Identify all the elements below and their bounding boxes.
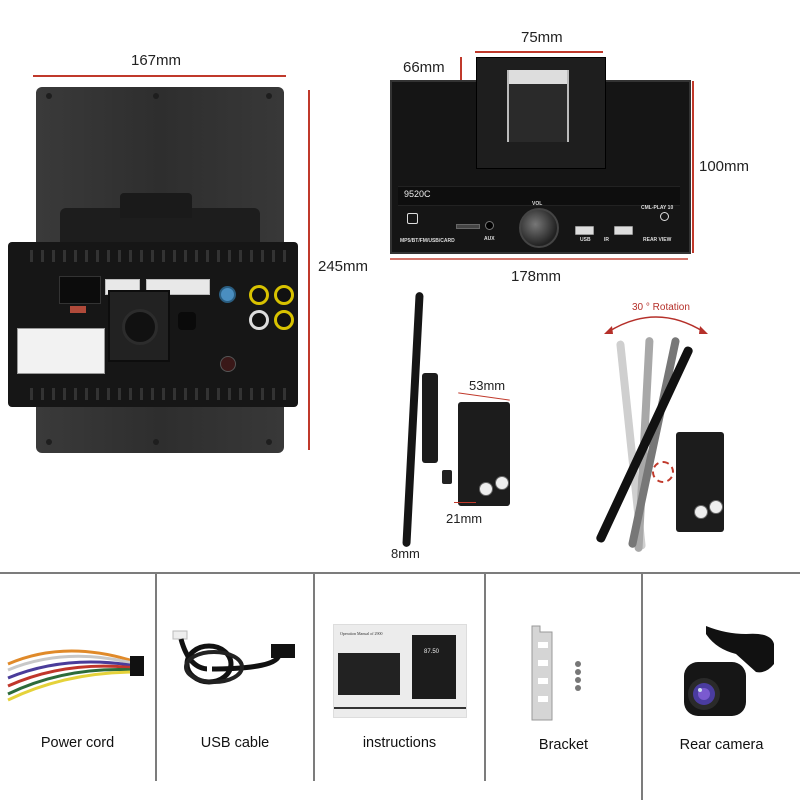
rca-jack-yellow-1	[249, 285, 269, 305]
manual-title: Operation Manual of 2900	[340, 631, 383, 636]
thickness-label: 8mm	[391, 546, 420, 561]
accessory-label: Power cord	[40, 735, 115, 751]
mode-text: MP5/BT/FM/USB/CARD	[400, 238, 455, 244]
aux-jack	[485, 221, 494, 230]
fuse	[70, 306, 86, 313]
bracket-icon	[531, 625, 581, 721]
side-bracket	[422, 373, 438, 463]
accessory-power-cord: Power cord	[0, 574, 155, 800]
rca-jack-white	[249, 310, 269, 330]
back-height-label: 245mm	[318, 258, 369, 275]
bracket-depth-line	[454, 502, 476, 503]
usb-label: USB	[580, 237, 591, 243]
manual-icon: Operation Manual of 2900 87.50	[333, 624, 467, 718]
accessory-label: Bracket	[538, 737, 589, 753]
aux-label: AUX	[484, 236, 495, 242]
manual-display: 87.50	[424, 649, 440, 655]
front-mount-bracket	[476, 57, 606, 169]
rotation-arrow-icon	[604, 316, 708, 334]
accessory-rear-camera: Rear camera	[643, 574, 800, 800]
rotation-label: 30 ° Rotation	[632, 302, 690, 313]
rear-view-label: REAR VIEW	[643, 237, 672, 243]
divider	[155, 573, 157, 781]
antenna-port	[219, 286, 236, 303]
pivot-indicator	[652, 461, 674, 483]
sd-card-slot	[456, 224, 480, 229]
model-number: 9520C	[404, 189, 431, 199]
accessory-label: Rear camera	[679, 737, 764, 753]
vol-label: VOL	[532, 201, 543, 207]
mount-tab	[120, 193, 192, 218]
rca-jack-yellow-2	[274, 285, 294, 305]
front-width-line	[390, 258, 688, 260]
display-strip	[398, 186, 680, 206]
camera-icon-front	[660, 212, 669, 221]
accessory-label: instructions	[362, 735, 437, 751]
black-connector	[59, 276, 101, 304]
back-width-label: 167mm	[131, 52, 182, 69]
accessories-top-divider	[0, 572, 800, 574]
brand-label: CML-PLAY 10	[641, 205, 674, 211]
bracket-depth-label: 21mm	[446, 511, 483, 526]
bracket-width-label: 75mm	[521, 29, 563, 46]
power-port	[220, 356, 236, 372]
usb-port-2	[614, 226, 633, 235]
volume-knob[interactable]	[519, 208, 559, 248]
front-width-label: 178mm	[511, 268, 562, 285]
adjust-knob	[442, 470, 452, 484]
accessory-usb-cable: USB cable	[157, 574, 313, 800]
accessory-bracket: Bracket	[486, 574, 641, 800]
rca-jack-yellow-3	[274, 310, 294, 330]
accessory-instructions: Operation Manual of 2900 87.50 instructi…	[315, 574, 484, 800]
depth-line	[458, 392, 510, 401]
home-icon	[407, 213, 418, 224]
wiring-label-sticker	[17, 328, 105, 374]
usb-cable-icon	[172, 630, 295, 685]
camera-icon	[684, 626, 774, 716]
ir-label: IR	[604, 237, 609, 243]
accessory-label: USB cable	[200, 735, 270, 751]
divider	[313, 573, 315, 781]
cooling-fan	[108, 290, 170, 362]
front-height-label: 100mm	[699, 158, 750, 175]
usb-port-back	[178, 312, 196, 330]
width-dimension-line	[33, 75, 286, 77]
bracket-height-label: 66mm	[403, 59, 445, 76]
front-height-line	[692, 81, 694, 253]
depth-label: 53mm	[469, 378, 506, 393]
screen-side	[402, 291, 424, 548]
divider	[641, 573, 643, 800]
divider	[484, 573, 486, 781]
usb-port-front	[575, 226, 594, 235]
bracket-width-line	[475, 51, 603, 53]
height-dimension-line	[308, 90, 310, 450]
power-cord-icon	[7, 649, 144, 702]
